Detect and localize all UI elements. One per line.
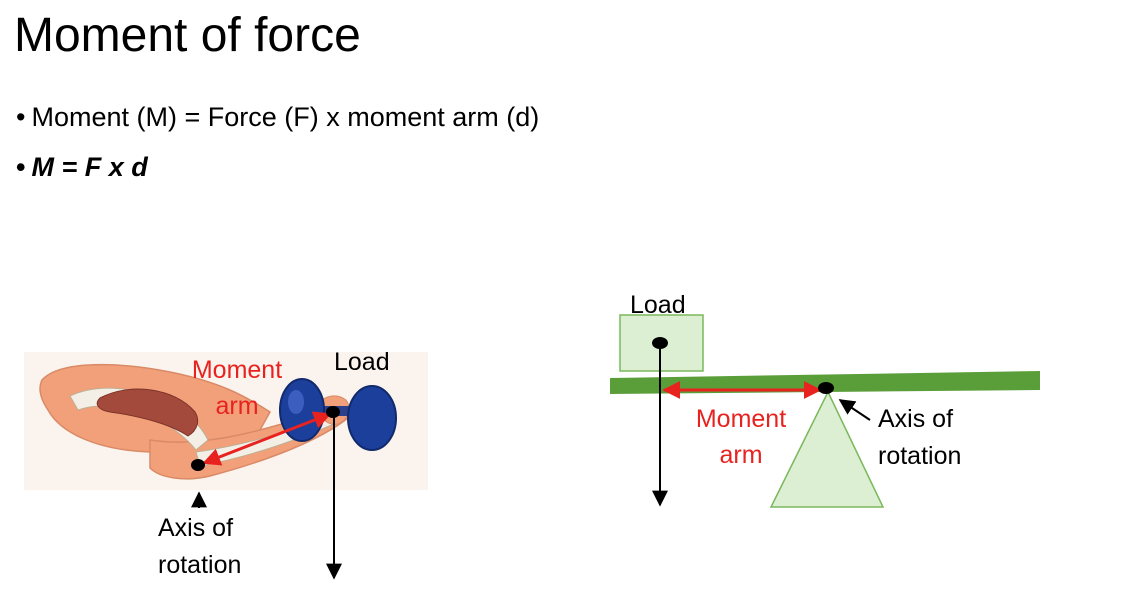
bullet-marker: • — [16, 152, 26, 182]
arm-load-label: Load — [334, 348, 390, 376]
biceps-muscle — [96, 388, 199, 437]
arm-diagram: Moment arm Load Axis of rotation — [24, 348, 428, 580]
arm-axis-label-line1: Axis of — [158, 514, 233, 542]
dumbbell-weight-right — [347, 385, 397, 451]
lever-axis-label-line2: rotation — [878, 442, 961, 470]
lever-fulcrum — [769, 390, 885, 508]
slide-title: Moment of force — [14, 9, 361, 62]
bullet-formula: •M = F x d — [16, 150, 148, 184]
lever-load-point — [652, 337, 668, 349]
lever-moment-arm-label-line2: arm — [719, 441, 762, 469]
arm-moment-arm-label-line1: Moment — [192, 356, 282, 384]
lever-axis-pointer-arrow — [838, 399, 871, 421]
lever-moment-arm-label-line1: Moment — [696, 405, 786, 433]
lever-axis-label-line1: Axis of — [878, 405, 953, 433]
arm-moment-arm-label-line2: arm — [215, 392, 258, 420]
lever-diagram: Load Moment arm Axis of rotation — [610, 291, 1040, 508]
lever-axis-point — [818, 382, 834, 394]
lever-load-label: Load — [630, 291, 686, 319]
bullet-marker: • — [16, 102, 26, 132]
dumbbell-highlight — [288, 390, 304, 414]
bullet-text: Moment (M) = Force (F) x moment arm (d) — [31, 102, 540, 132]
arm-load-point — [326, 406, 340, 418]
formula-text: M = F x d — [31, 152, 148, 182]
bullet-moment-definition: •Moment (M) = Force (F) x moment arm (d) — [16, 100, 539, 134]
arm-moment-arm-arrow — [202, 411, 332, 466]
arm-axis-point — [191, 459, 205, 471]
arm-axis-label-line2: rotation — [158, 551, 241, 579]
